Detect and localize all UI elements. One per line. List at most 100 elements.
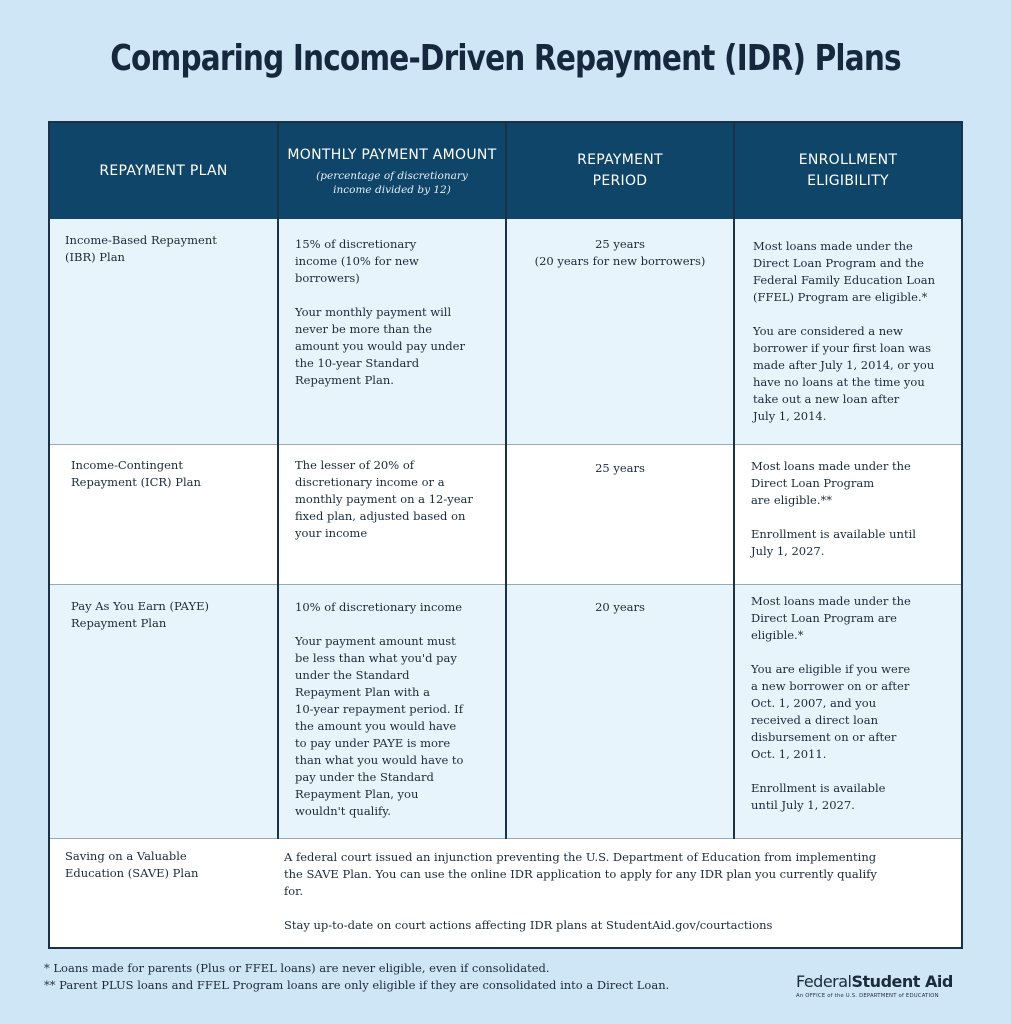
eligibility-paragraph: Enrollment is available until July 1, 20… — [751, 526, 961, 560]
text-line: eligible.* — [751, 628, 804, 642]
text-line: Repayment Plan with a — [295, 685, 430, 699]
text-line: Direct Loan Program and the — [753, 256, 924, 270]
cell-eligibility: Most loans made under the Direct Loan Pr… — [735, 445, 961, 584]
text-line: your income — [295, 526, 368, 540]
table-row-save: Saving on a Valuable Education (SAVE) Pl… — [50, 839, 961, 947]
text-line: wouldn't qualify. — [295, 804, 391, 818]
text-line: borrowers) — [295, 271, 360, 285]
logo-word: Federal — [796, 972, 852, 991]
logo-wordmark: FederalStudent Aid — [796, 972, 953, 992]
text-line: Oct. 1, 2007, and you — [751, 696, 877, 710]
header-payment-label: MONTHLY PAYMENT AMOUNT — [287, 147, 497, 163]
footnote-2: ** Parent PLUS loans and FFEL Program lo… — [44, 978, 670, 992]
text-line: A federal court issued an injunction pre… — [284, 850, 877, 864]
header-payment-sub-line: income divided by 12) — [333, 184, 451, 196]
text-line: You are considered a new — [753, 324, 903, 338]
table-row-ibr: Income-Based Repayment (IBR) Plan 15% of… — [50, 219, 961, 444]
text-line: discretionary income or a — [295, 475, 445, 489]
text-line: Repayment Plan. — [295, 373, 394, 387]
comparison-table: REPAYMENT PLAN MONTHLY PAYMENT AMOUNT (p… — [48, 121, 963, 949]
text-line: 10% of discretionary income — [295, 600, 463, 614]
text-line: are eligible.** — [751, 493, 833, 507]
header-period-line: REPAYMENT — [577, 152, 663, 168]
header-payment-subtitle: (percentage of discretionary income divi… — [316, 169, 468, 197]
text-line: Oct. 1, 2011. — [751, 747, 827, 761]
period-line: (20 years for new borrowers) — [534, 254, 706, 268]
eligibility-paragraph: Most loans made under the Direct Loan Pr… — [751, 593, 961, 644]
plan-name-line: Education (SAVE) Plan — [65, 866, 199, 880]
period-line: 25 years — [595, 461, 645, 475]
period-line: 20 years — [595, 600, 645, 614]
header-monthly-payment: MONTHLY PAYMENT AMOUNT (percentage of di… — [279, 123, 505, 219]
text-line: the 10-year Standard — [295, 356, 420, 370]
payment-paragraph: 15% of discretionary income (10% for new… — [295, 236, 505, 287]
header-repayment-period: REPAYMENT PERIOD — [507, 123, 733, 219]
plan-name-line: Pay As You Earn (PAYE) — [71, 599, 209, 613]
text-line: disbursement on or after — [751, 730, 897, 744]
eligibility-paragraph: Enrollment is available until July 1, 20… — [751, 780, 961, 814]
text-line: Your monthly payment will — [295, 305, 452, 319]
plan-name-line: Income-Contingent — [71, 458, 183, 472]
logo-word: Student Aid — [851, 972, 954, 991]
cell-payment: The lesser of 20% of discretionary incom… — [279, 445, 505, 584]
text-line: 10-year repayment period. If — [295, 702, 463, 716]
text-line: until July 1, 2027. — [751, 798, 855, 812]
cell-plan-name: Pay As You Earn (PAYE) Repayment Plan — [50, 585, 277, 838]
payment-paragraph: Your monthly payment will never be more … — [295, 304, 505, 389]
text-line: fixed plan, adjusted based on — [295, 509, 466, 523]
eligibility-paragraph: You are considered a new borrower if you… — [753, 323, 961, 425]
text-line: July 1, 2027. — [751, 544, 825, 558]
text-line: Most loans made under the — [751, 594, 911, 608]
text-line: Direct Loan Program are — [751, 611, 897, 625]
header-eligibility-line: ELIGIBILITY — [807, 173, 889, 189]
text-line: pay under the Standard — [295, 770, 434, 784]
cell-eligibility: Most loans made under the Direct Loan Pr… — [735, 585, 961, 838]
cell-period: 25 years (20 years for new borrowers) — [507, 219, 733, 444]
cell-payment: 10% of discretionary income Your payment… — [279, 585, 505, 838]
text-line: under the Standard — [295, 668, 410, 682]
header-payment-sub-line: (percentage of discretionary — [316, 170, 468, 182]
cell-period: 20 years — [507, 585, 733, 838]
text-line: a new borrower on or after — [751, 679, 910, 693]
text-line: income (10% for new — [295, 254, 419, 268]
eligibility-paragraph: Most loans made under the Direct Loan Pr… — [753, 238, 961, 306]
text-line: than what you would have to — [295, 753, 464, 767]
text-line: amount you would pay under — [295, 339, 465, 353]
cell-payment: 15% of discretionary income (10% for new… — [279, 219, 505, 444]
text-line: The lesser of 20% of — [295, 458, 415, 472]
header-eligibility-line: ENROLLMENT — [798, 152, 898, 168]
cell-save-description: A federal court issued an injunction pre… — [284, 839, 954, 947]
period-line: 25 years — [595, 237, 645, 251]
text-line: the amount you would have — [295, 719, 457, 733]
cell-plan-name: Saving on a Valuable Education (SAVE) Pl… — [50, 839, 277, 947]
text-line: Federal Family Education Loan — [753, 273, 936, 287]
column-divider — [733, 123, 735, 839]
text-line: received a direct loan — [751, 713, 878, 727]
text-line: to pay under PAYE is more — [295, 736, 451, 750]
save-paragraph: Stay up-to-date on court actions affecti… — [284, 917, 954, 934]
payment-paragraph: The lesser of 20% of discretionary incom… — [295, 457, 505, 542]
logo-tagline: An OFFICE of the U.S. DEPARTMENT of EDUC… — [796, 993, 939, 999]
federal-student-aid-logo: FederalStudent Aid An OFFICE of the U.S.… — [796, 972, 953, 1000]
plan-name-line: Income-Based Repayment — [65, 233, 217, 247]
text-line: never be more than the — [295, 322, 433, 336]
text-line: the SAVE Plan. You can use the online ID… — [284, 867, 877, 881]
text-line: borrower if your first loan was — [753, 341, 932, 355]
text-line: Most loans made under the — [753, 239, 913, 253]
text-line: Most loans made under the — [751, 459, 911, 473]
cell-plan-name: Income-Contingent Repayment (ICR) Plan — [50, 445, 277, 584]
cell-period: 25 years — [507, 445, 733, 584]
column-divider — [277, 123, 279, 839]
column-divider — [505, 123, 507, 839]
header-repayment-plan: REPAYMENT PLAN — [50, 123, 277, 219]
header-period-line: PERIOD — [592, 173, 648, 189]
text-line: Stay up-to-date on court actions affecti… — [284, 918, 773, 932]
footnote-1: * Loans made for parents (Plus or FFEL l… — [44, 961, 550, 975]
page-title: Comparing Income-Driven Repayment (IDR) … — [110, 38, 901, 79]
text-line: Direct Loan Program — [751, 476, 875, 490]
text-line: for. — [284, 884, 304, 898]
header-enrollment-eligibility: ENROLLMENT ELIGIBILITY — [735, 123, 961, 219]
eligibility-paragraph: You are eligible if you were a new borro… — [751, 661, 961, 763]
cell-plan-name: Income-Based Repayment (IBR) Plan — [50, 219, 277, 444]
table-row-icr: Income-Contingent Repayment (ICR) Plan T… — [50, 445, 961, 584]
